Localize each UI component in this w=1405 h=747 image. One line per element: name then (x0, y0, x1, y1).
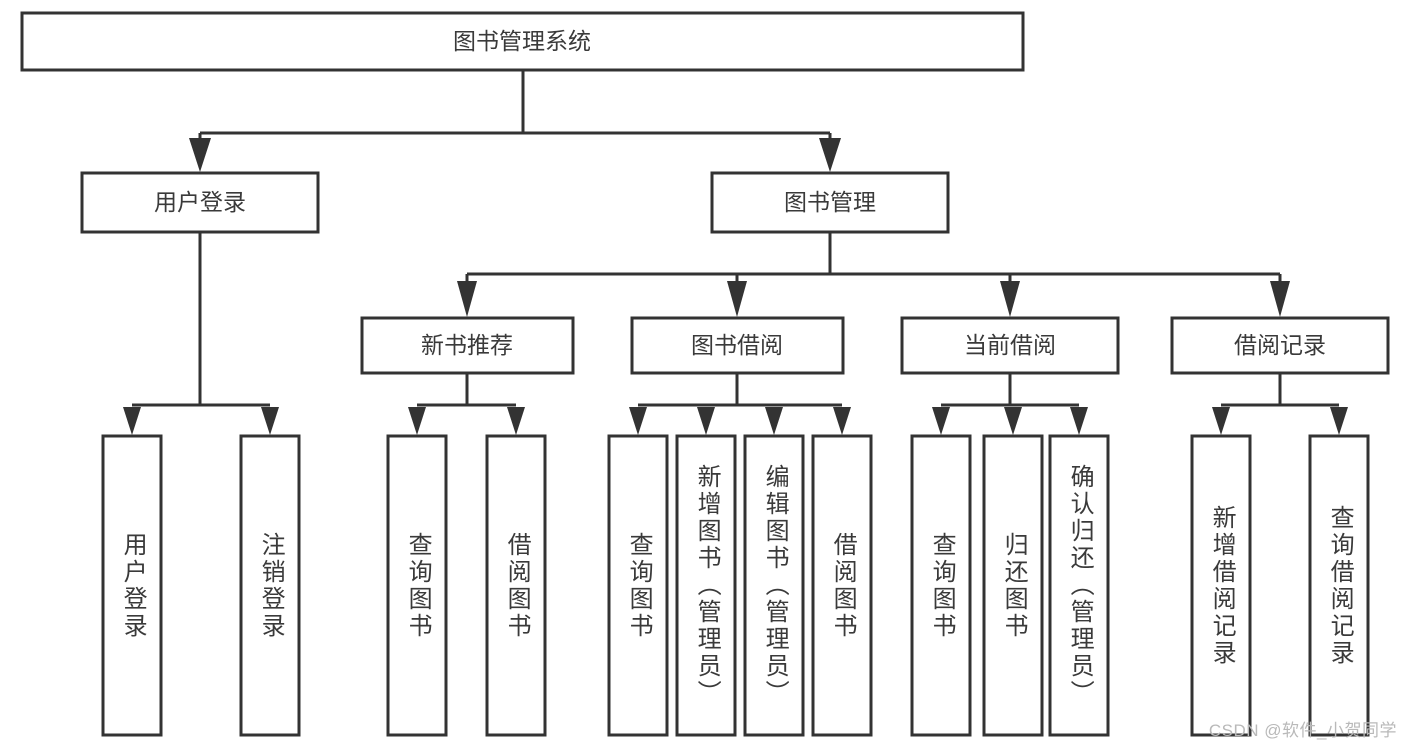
arrow-to-leaf-query-book-rec (408, 407, 426, 435)
node-new-book-rec-label: 新书推荐 (421, 332, 513, 358)
connectors-borrow-record-to-leaves (1212, 373, 1348, 435)
arrow-to-leaf-user-login (123, 407, 141, 435)
arrow-to-borrow-record (1270, 281, 1290, 317)
arrow-to-user-login (189, 138, 211, 172)
node-leaf-add-record-box[interactable] (1190, 434, 1252, 737)
arrow-to-leaf-return-book (1004, 407, 1022, 435)
node-current-borrow-box[interactable] (900, 316, 1120, 375)
arrow-to-book-borrow (727, 281, 747, 317)
arrow-to-leaf-confirm-return (1070, 407, 1088, 435)
connectors-current-borrow-to-leaves (932, 373, 1088, 435)
connectors-root-to-level2 (189, 70, 841, 172)
node-book-manage-box[interactable] (710, 171, 950, 234)
node-borrow-record[interactable]: 借阅记录 (1170, 316, 1390, 375)
node-new-book-rec[interactable]: 新书推荐 (360, 316, 575, 375)
node-leaf-query-book-current-box[interactable] (910, 434, 972, 737)
node-user-login-box[interactable] (80, 171, 320, 234)
connectors-book-manage-to-level3 (457, 232, 1290, 317)
node-leaf-borrow-book-rec-box[interactable] (485, 434, 547, 737)
node-leaf-query-record-box[interactable] (1308, 434, 1370, 737)
node-current-borrow-label: 当前借阅 (964, 332, 1056, 358)
arrow-to-leaf-user-logout (261, 407, 279, 435)
node-book-borrow-label: 图书借阅 (691, 332, 783, 358)
node-current-borrow[interactable]: 当前借阅 (900, 316, 1120, 375)
arrow-to-leaf-add-book (697, 407, 715, 435)
csdn-watermark: CSDN @软件_小贺同学 (1208, 721, 1397, 740)
node-book-borrow[interactable]: 图书借阅 (630, 316, 845, 375)
node-leaf-edit-book-box[interactable] (743, 434, 805, 737)
node-borrow-record-box[interactable] (1170, 316, 1390, 375)
node-book-manage-label: 图书管理 (784, 189, 876, 215)
node-leaf-query-book-rec-box[interactable] (386, 434, 448, 737)
node-leaf-return-book-box[interactable] (982, 434, 1044, 737)
arrow-to-current-borrow (1000, 281, 1020, 317)
node-book-manage[interactable]: 图书管理 (710, 171, 950, 234)
node-root-label: 图书管理系统 (453, 28, 591, 54)
arrow-to-leaf-query-book-current (932, 407, 950, 435)
node-leaf-user-logout-box[interactable] (239, 434, 301, 737)
node-root-box[interactable] (20, 11, 1025, 72)
arrow-to-leaf-borrow-book (833, 407, 851, 435)
connectors-new-book-rec-to-leaves (408, 373, 525, 435)
arrow-to-leaf-add-record (1212, 407, 1230, 435)
node-leaf-user-login-box[interactable] (101, 434, 163, 737)
arrow-to-book-manage (819, 138, 841, 172)
connectors-user-login-to-leaves (123, 232, 279, 435)
node-leaf-confirm-return-box[interactable] (1048, 434, 1110, 737)
arrow-to-leaf-query-book-borrow (629, 407, 647, 435)
node-leaf-query-book-borrow-box[interactable] (607, 434, 669, 737)
arrow-to-leaf-query-record (1330, 407, 1348, 435)
connectors-book-borrow-to-leaves (629, 373, 851, 435)
arrow-to-new-book-rec (457, 281, 477, 317)
node-book-borrow-box[interactable] (630, 316, 845, 375)
node-borrow-record-label: 借阅记录 (1234, 332, 1326, 358)
leaf-boxes (101, 434, 1370, 737)
arrow-to-leaf-edit-book (765, 407, 783, 435)
node-root[interactable]: 图书管理系统 (20, 11, 1025, 72)
node-user-login-label: 用户登录 (154, 189, 246, 215)
node-leaf-borrow-book-box[interactable] (811, 434, 873, 737)
node-user-login[interactable]: 用户登录 (80, 171, 320, 234)
arrow-to-leaf-borrow-book-rec (507, 407, 525, 435)
node-new-book-rec-box[interactable] (360, 316, 575, 375)
node-leaf-add-book-box[interactable] (675, 434, 737, 737)
